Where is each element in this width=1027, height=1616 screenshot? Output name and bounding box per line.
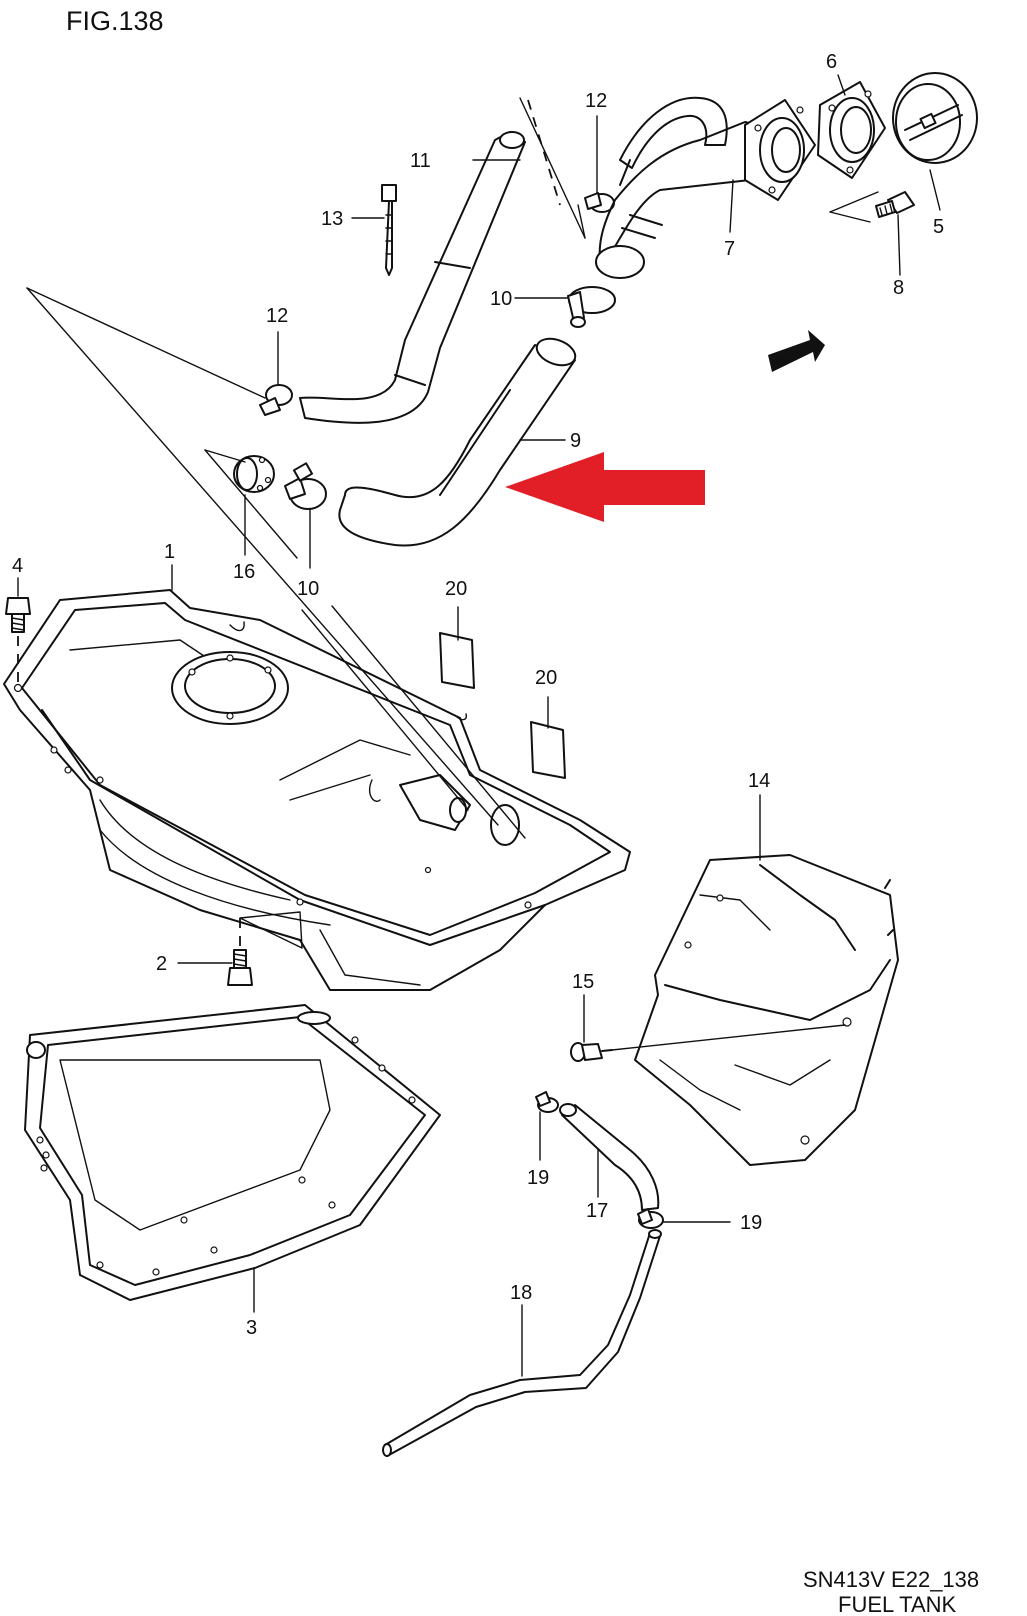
callout-2: 2 — [156, 953, 167, 975]
callout-3: 3 — [246, 1317, 257, 1339]
hose-part-17 — [559, 1103, 660, 1211]
cable-tie-part-13 — [381, 184, 397, 276]
callout-14: 14 — [748, 770, 770, 792]
callout-11: 11 — [410, 150, 431, 172]
callout-8: 8 — [893, 277, 904, 299]
callout-9: 9 — [570, 430, 581, 452]
callout-12-lower: 12 — [266, 305, 288, 327]
bolt-part-4 — [5, 597, 31, 682]
callout-13: 13 — [321, 208, 343, 230]
callout-20-upper: 20 — [445, 578, 467, 600]
callout-20-lower: 20 — [535, 667, 557, 689]
clamp-part-10-upper — [567, 286, 616, 328]
clamp-part-12-lower — [259, 384, 293, 416]
callout-6: 6 — [826, 51, 837, 73]
heat-shield-part-14 — [634, 854, 899, 1166]
clamp-part-10-lower — [284, 462, 327, 510]
grommet-part-16 — [233, 455, 275, 493]
bolt-part-2 — [227, 918, 253, 986]
callout-19-left: 19 — [527, 1167, 549, 1189]
figure-code: SN413V E22_138 — [803, 1567, 979, 1592]
callout-5: 5 — [933, 216, 944, 238]
clamp-part-19-upper — [535, 1091, 559, 1113]
fwd-arrow-icon: FWD — [768, 330, 825, 372]
figure-title: FIG.138 — [66, 6, 164, 36]
clip-part-15 — [570, 1024, 846, 1062]
callout-15: 15 — [572, 971, 594, 993]
fuel-cap-part-5 — [892, 72, 978, 164]
red-pointer-arrow-icon — [505, 452, 705, 522]
callout-7: 7 — [724, 238, 735, 260]
filler-neck-part-7 — [595, 96, 816, 279]
callout-17: 17 — [586, 1200, 608, 1222]
callout-12-upper: 12 — [585, 90, 607, 112]
callout-1: 1 — [164, 541, 175, 563]
callout-numbers: 1 2 3 4 5 6 7 8 9 10 10 11 12 12 13 14 1… — [12, 51, 944, 1339]
clamp-part-19-lower — [637, 1208, 664, 1229]
fuel-tank-part-1 — [3, 589, 631, 991]
pipe-part-18 — [382, 1229, 662, 1457]
under-guard-part-3 — [24, 1004, 441, 1301]
filler-hose-part-9 — [338, 337, 577, 547]
callout-10-lower: 10 — [297, 578, 319, 600]
guide-lines — [26, 97, 879, 949]
figure-name: FUEL TANK — [838, 1592, 957, 1616]
pad-part-20-lower — [530, 721, 566, 779]
callout-18: 18 — [510, 1282, 532, 1304]
leader-lines — [17, 74, 941, 1377]
gasket-part-6 — [817, 81, 886, 179]
callout-16: 16 — [233, 561, 255, 583]
pad-part-20-upper — [439, 632, 475, 689]
callout-10-upper: 10 — [490, 288, 512, 310]
bolt-part-8 — [875, 191, 915, 218]
callout-4: 4 — [12, 555, 23, 577]
breather-hose-part-11 — [299, 131, 526, 424]
callout-19-right: 19 — [740, 1212, 762, 1234]
